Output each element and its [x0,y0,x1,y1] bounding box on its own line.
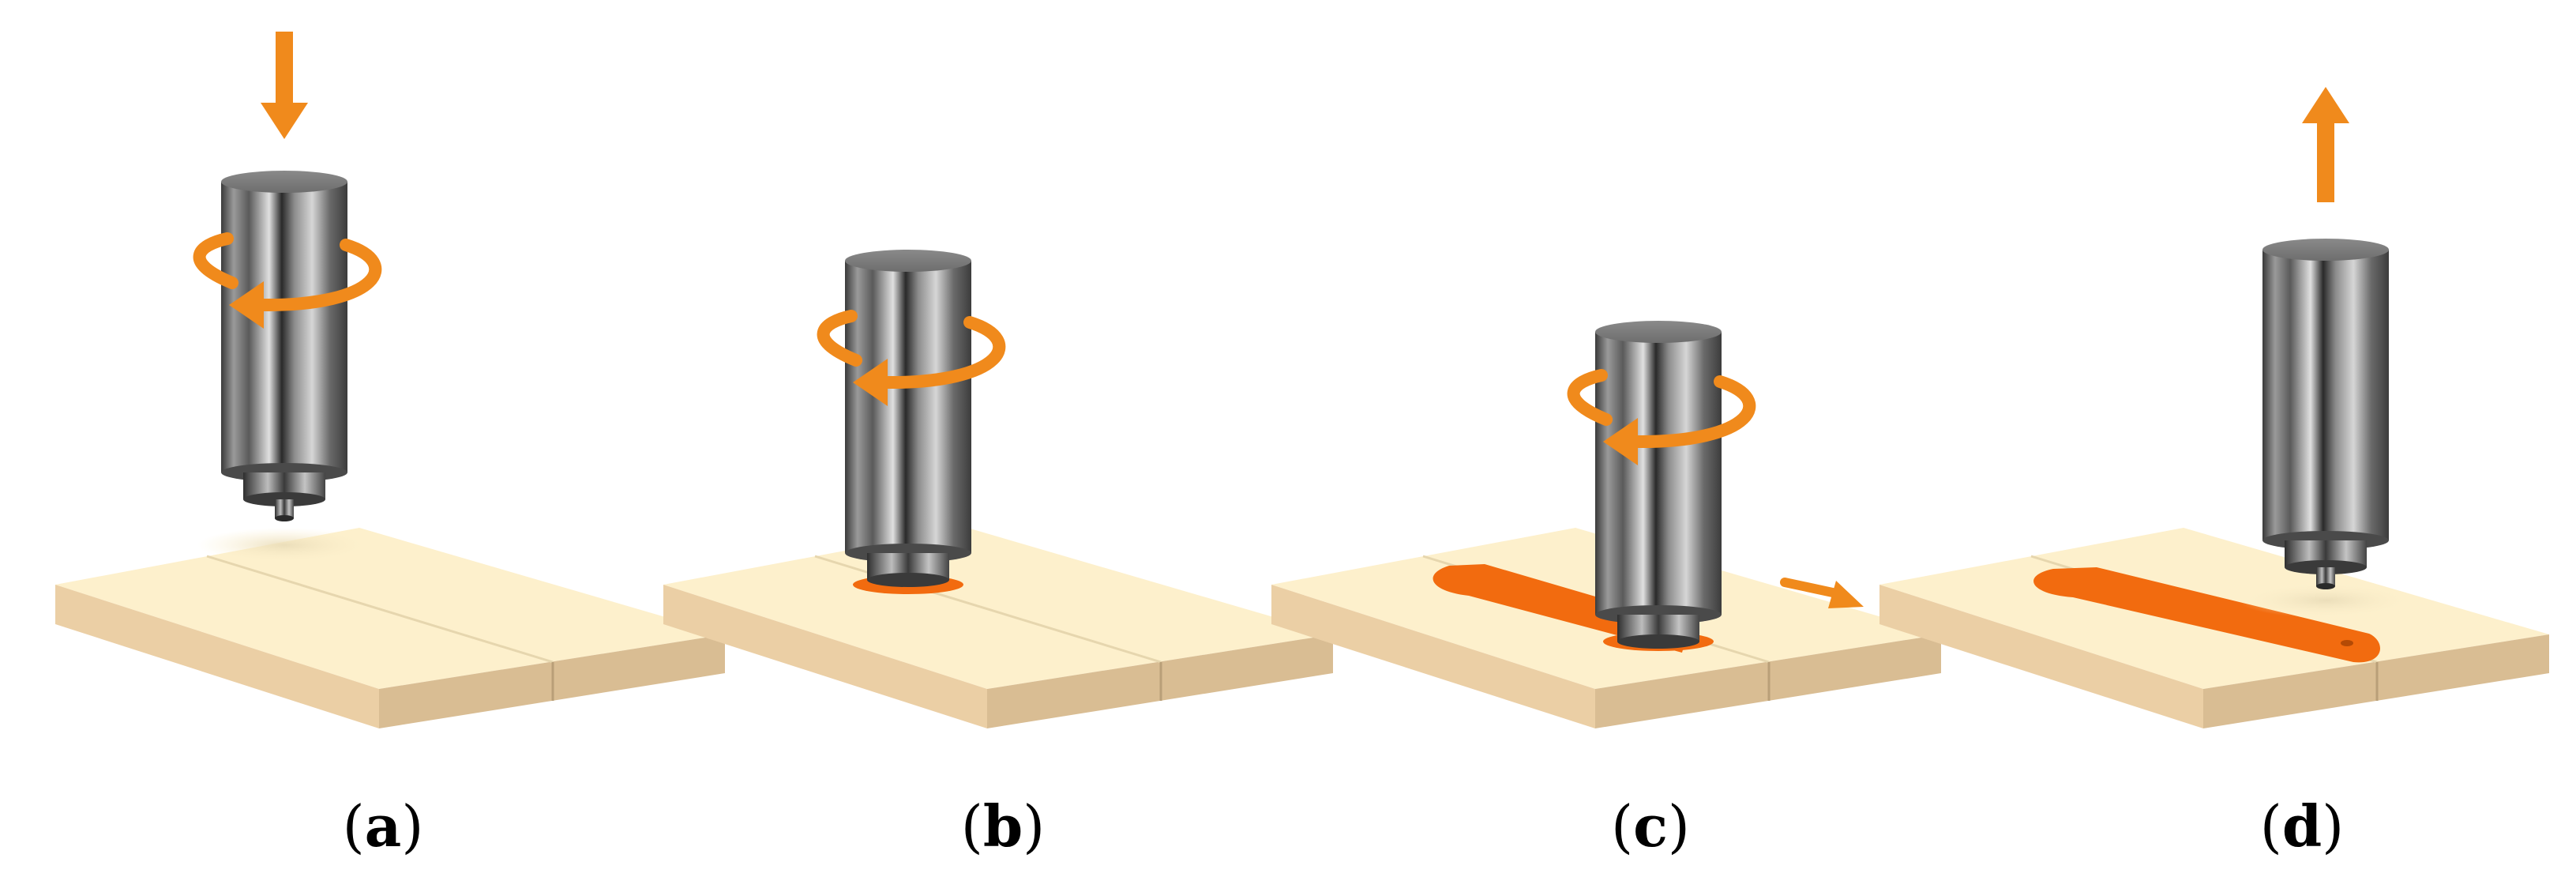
up-arrow-icon [2302,87,2349,202]
plate-d-front [1879,585,2203,728]
tool-b-body [845,261,971,553]
traverse-arrow-icon [1780,578,1864,608]
tool-d-pin-tip [2316,583,2335,589]
rotation-arrow-icon [817,310,1006,406]
panel-b-label: b [982,792,1023,860]
rotation-b-front [878,316,1006,390]
down-arrow-icon-a-head [261,103,308,139]
plate-a-top [55,528,725,689]
keyhole-d [2341,640,2353,646]
rotation-b-head [853,359,888,406]
tool-d-shadow [2239,583,2413,618]
up-arrow-icon-d-head [2302,87,2349,123]
rotation-c-back [1567,369,1613,426]
plate-b-top [663,528,1333,689]
panel-d-label: d [2281,792,2323,860]
tool-a-shadow [197,528,371,563]
plate-a-front [55,585,379,728]
plate-c-front [1271,585,1595,728]
panel-a [55,32,725,728]
rotation-a-head [229,281,264,329]
panel-a-caption: (a) [342,792,424,860]
panel-d-caption: (d) [2259,792,2345,860]
tool-d-top [2262,239,2389,261]
tool-c-shoulder-bottom [1617,634,1699,649]
panel-c [1271,321,1941,728]
rotation-a-front [254,239,382,312]
down-arrow-icon [261,32,308,139]
tool-b-shoulder-bottom [867,573,949,587]
traverse-c-shaft [1780,578,1845,599]
tool-b-top [845,250,971,272]
panel-b-caption: (b) [960,792,1046,860]
panel-c-label: c [1633,792,1668,860]
down-arrow-icon-a-shaft [276,32,293,103]
panel-c-caption: (c) [1610,792,1691,860]
rotation-c-front [1628,375,1756,449]
tool-a-top [221,171,347,193]
tool-c-top [1595,321,1722,343]
panel-b [663,250,1333,728]
rotation-c-head [1603,418,1638,465]
panel-d [1879,87,2549,728]
rotation-b-back [817,310,862,367]
rotation-arrow-icon [193,232,382,329]
rotation-arrow-icon [1567,369,1756,465]
tool-d-body [2262,250,2389,540]
plate-a-joint-line [206,555,554,664]
panel-a-label: a [364,792,402,860]
weld-seam-d [2033,567,2380,663]
traverse-c-head [1828,581,1864,608]
plate-b-front [663,585,987,728]
tool-a-pin-tip [275,515,294,521]
up-arrow-icon-d-shaft [2317,123,2334,202]
tool-c-body [1595,332,1722,615]
rotation-a-back [193,232,238,289]
tool-a-body [221,182,347,472]
